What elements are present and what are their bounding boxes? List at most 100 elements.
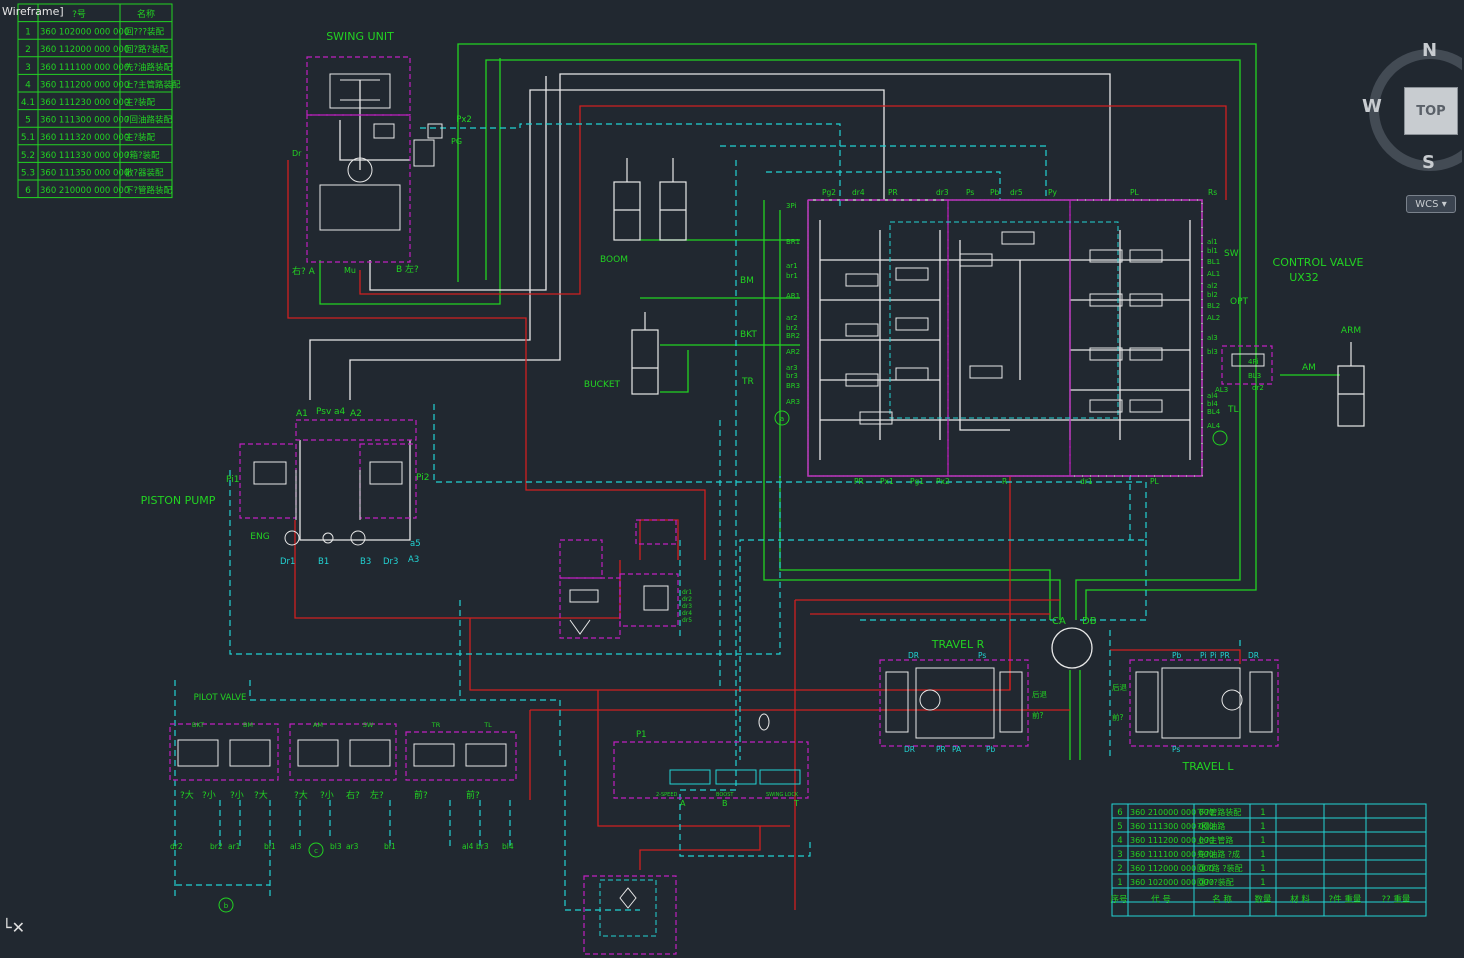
cv-top-port: PL [1130, 188, 1140, 197]
table-bottom-footer: 数量 [1254, 894, 1272, 905]
cv-right-port: dr2 [1252, 384, 1264, 392]
cv-bottom-port: Pg1 [910, 477, 924, 486]
travel-l-port: Pi [1200, 651, 1206, 660]
swivel-joint [1051, 627, 1093, 669]
table-top-cell: ?回油路装配 [125, 115, 173, 126]
table-top-header: 名称 [137, 8, 155, 20]
table-top-cell: 360 111330 000 000 [40, 151, 129, 161]
pilot-valve-title: PILOT VALVE [194, 693, 247, 703]
table-bottom-cell: 4 [1117, 836, 1122, 846]
boom-cylinders [613, 158, 687, 241]
travel-l-port: Pi [1210, 651, 1216, 660]
cv-right-port: AL1 [1207, 270, 1220, 278]
pilot-action-label: ?大 [180, 789, 194, 801]
table-bottom-cell: 360 112000 000 000 [1130, 864, 1214, 873]
table-bottom-footer: 序号 [1110, 894, 1127, 905]
cv-left-port: AR3 [786, 398, 800, 406]
pilot-action-label: ?大 [254, 789, 268, 801]
cv-right-port: AL2 [1207, 314, 1220, 322]
cv-right-port: bl3 [1207, 348, 1218, 356]
table-top-cell: 回???装配 [125, 27, 165, 38]
table-top-cell: 散?器装配 [125, 167, 164, 178]
table-top-cell: 360 111200 000 000 [40, 80, 129, 90]
table-top-cell: 1 [25, 28, 31, 38]
travel-l-title: TRAVEL L [1182, 760, 1235, 773]
table-bottom-cell: ?回油路 [1197, 821, 1225, 831]
compass-south[interactable]: S [1422, 152, 1435, 173]
piston-pump-title: PISTON PUMP [141, 494, 216, 507]
table-top-cell: 6 [25, 186, 31, 196]
p1-port-label: P1 [636, 730, 647, 740]
cv-top-port: dr3 [936, 188, 949, 197]
pilot-port-label: br2 [210, 842, 223, 851]
viewcube[interactable]: N W S TOP WCS ▾ [1362, 40, 1462, 213]
cv-bottom-port: PL [1150, 477, 1160, 486]
cv-right-port: 4Pi [1248, 358, 1259, 366]
table-bottom-cell: 下?管路装配 [1197, 807, 1241, 817]
table-top-cell: 360 102000 000 000 [40, 28, 129, 38]
table-top-cell: 360 210000 000 000 [40, 186, 129, 196]
valve-spool [1089, 399, 1123, 413]
tl-label: TL [1227, 405, 1239, 415]
table-bottom-cell: 360 210000 000 000 [1130, 808, 1214, 817]
cv-left-port: BR1 [786, 238, 800, 246]
pump-port-pi2: Pi2 [416, 473, 429, 483]
tank-port-label: dr4 [682, 610, 692, 617]
pump-port-dr3: Dr3 [383, 557, 398, 567]
valve-spool [1129, 347, 1163, 361]
wcs-dropdown[interactable]: WCS ▾ [1406, 195, 1456, 213]
travel-r-port: PR [936, 745, 946, 754]
valve-spool [1089, 347, 1123, 361]
pump-port-a1: A1 [296, 409, 308, 419]
table-top-cell: 主?装配 [125, 97, 156, 108]
valve-spool [969, 365, 1003, 379]
valve-spool [1089, 293, 1123, 307]
table-bottom-cell: 先?油路 ?成 [1197, 849, 1240, 859]
table-bottom-cell: 1 [1260, 878, 1265, 888]
table-bottom-cell: 360 111100 000 000 [1130, 850, 1214, 859]
cv-left-port: AR1 [786, 292, 800, 300]
swing-port-b: B 左? [396, 263, 419, 275]
travel-l-port: 前? [1112, 712, 1124, 722]
pump-port-dr1: Dr1 [280, 557, 295, 567]
swing-dr-label: Dr [292, 149, 302, 158]
cv-top-port: Pg2 [822, 188, 836, 197]
white-main-lines [299, 73, 1203, 541]
pump-port-b3: B3 [360, 557, 371, 567]
compass-north[interactable]: N [1422, 40, 1438, 61]
gauge-b-label: b [224, 902, 229, 910]
pilot-port-label: bl1 [264, 842, 276, 851]
table-top-cell: ?箱?装配 [125, 150, 160, 161]
table-top-cell: 360 111100 000 000 [40, 63, 129, 73]
viewport-controls-label[interactable]: Wireframe] [2, 5, 64, 18]
travel-r-port: DR [904, 745, 915, 754]
control-valve-model: UX32 [1289, 271, 1319, 284]
pilot-group-label: BM [243, 721, 253, 729]
table-top-cell: 5.2 [21, 151, 35, 161]
pilot-port-label: al4 [462, 842, 474, 851]
table-top-cell: 先?油路装配 [125, 62, 173, 73]
bucket-label: BUCKET [584, 380, 621, 390]
tank-port-label: dr5 [682, 617, 692, 624]
table-top-cell: 4 [25, 80, 31, 90]
viewcube-top-face[interactable]: TOP [1404, 87, 1458, 135]
table-bottom-cell: 3 [1117, 850, 1122, 860]
arm-label: ARM [1341, 326, 1361, 336]
table-top-cell: 360 111350 000 000 [40, 168, 129, 178]
travel-r-port: PA [952, 745, 962, 754]
cv-left-port: BR2 [786, 332, 800, 340]
travel-r-title: TRAVEL R [931, 638, 985, 651]
cv-right-port: AL4 [1207, 422, 1221, 430]
valve-block-function: SWING LOCK [766, 792, 799, 798]
travel-l-port: Ps [1172, 745, 1180, 754]
pump-port-a2: A2 [350, 409, 362, 419]
table-bottom-cell: 360 111300 000 000 [1130, 822, 1214, 831]
bkt-label: BKT [740, 330, 757, 340]
cv-left-port: BR3 [786, 382, 800, 390]
compass-west[interactable]: W [1362, 96, 1382, 117]
valve-spool [959, 253, 993, 267]
cv-right-port: al2 [1207, 282, 1218, 290]
swing-port-a: 右? A [292, 265, 316, 277]
cv-bottom-port: Px2 [936, 477, 950, 486]
